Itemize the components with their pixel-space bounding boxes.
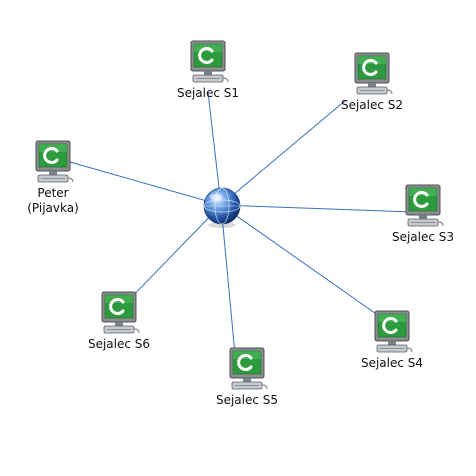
computer-client-icon: [405, 184, 444, 227]
computer-client-icon: [190, 40, 229, 83]
node-label: Sejalec S2: [340, 98, 404, 112]
node-label: Sejalec S4: [360, 356, 424, 370]
node-sejalec-s1: Sejalec S1: [148, 40, 268, 101]
node-label: Sejalec S3: [391, 230, 455, 244]
node-label: Sejalec S6: [87, 337, 151, 351]
link-s5: [220, 204, 237, 366]
link-s4: [220, 204, 383, 319]
node-sejalec-s4: Sejalec S4: [332, 310, 452, 371]
computer-client-icon: [354, 52, 393, 95]
node-sejalec-s2: Sejalec S2: [312, 52, 432, 113]
node-sejalec-s3: Sejalec S3: [363, 184, 476, 245]
link-s3: [220, 204, 413, 213]
node-label: Sejalec S5: [215, 393, 279, 407]
node-label-secondary: (Pijavka): [27, 201, 79, 215]
link-s1: [207, 91, 222, 206]
globe-icon: [203, 187, 241, 228]
node-label: Sejalec S1: [176, 86, 240, 100]
computer-client-icon: [101, 291, 140, 334]
link-s6: [123, 204, 222, 306]
link-peter: [62, 159, 222, 206]
computer-client-icon: [229, 347, 268, 390]
node-peter-pijavka: Peter (Pijavka): [0, 140, 113, 216]
computer-client-icon: [35, 140, 74, 183]
node-sejalec-s5: Sejalec S5: [187, 347, 307, 408]
computer-client-icon: [374, 310, 413, 353]
node-sejalec-s6: Sejalec S6: [59, 291, 179, 352]
link-s2: [220, 99, 347, 206]
node-label: Peter: [37, 186, 69, 200]
